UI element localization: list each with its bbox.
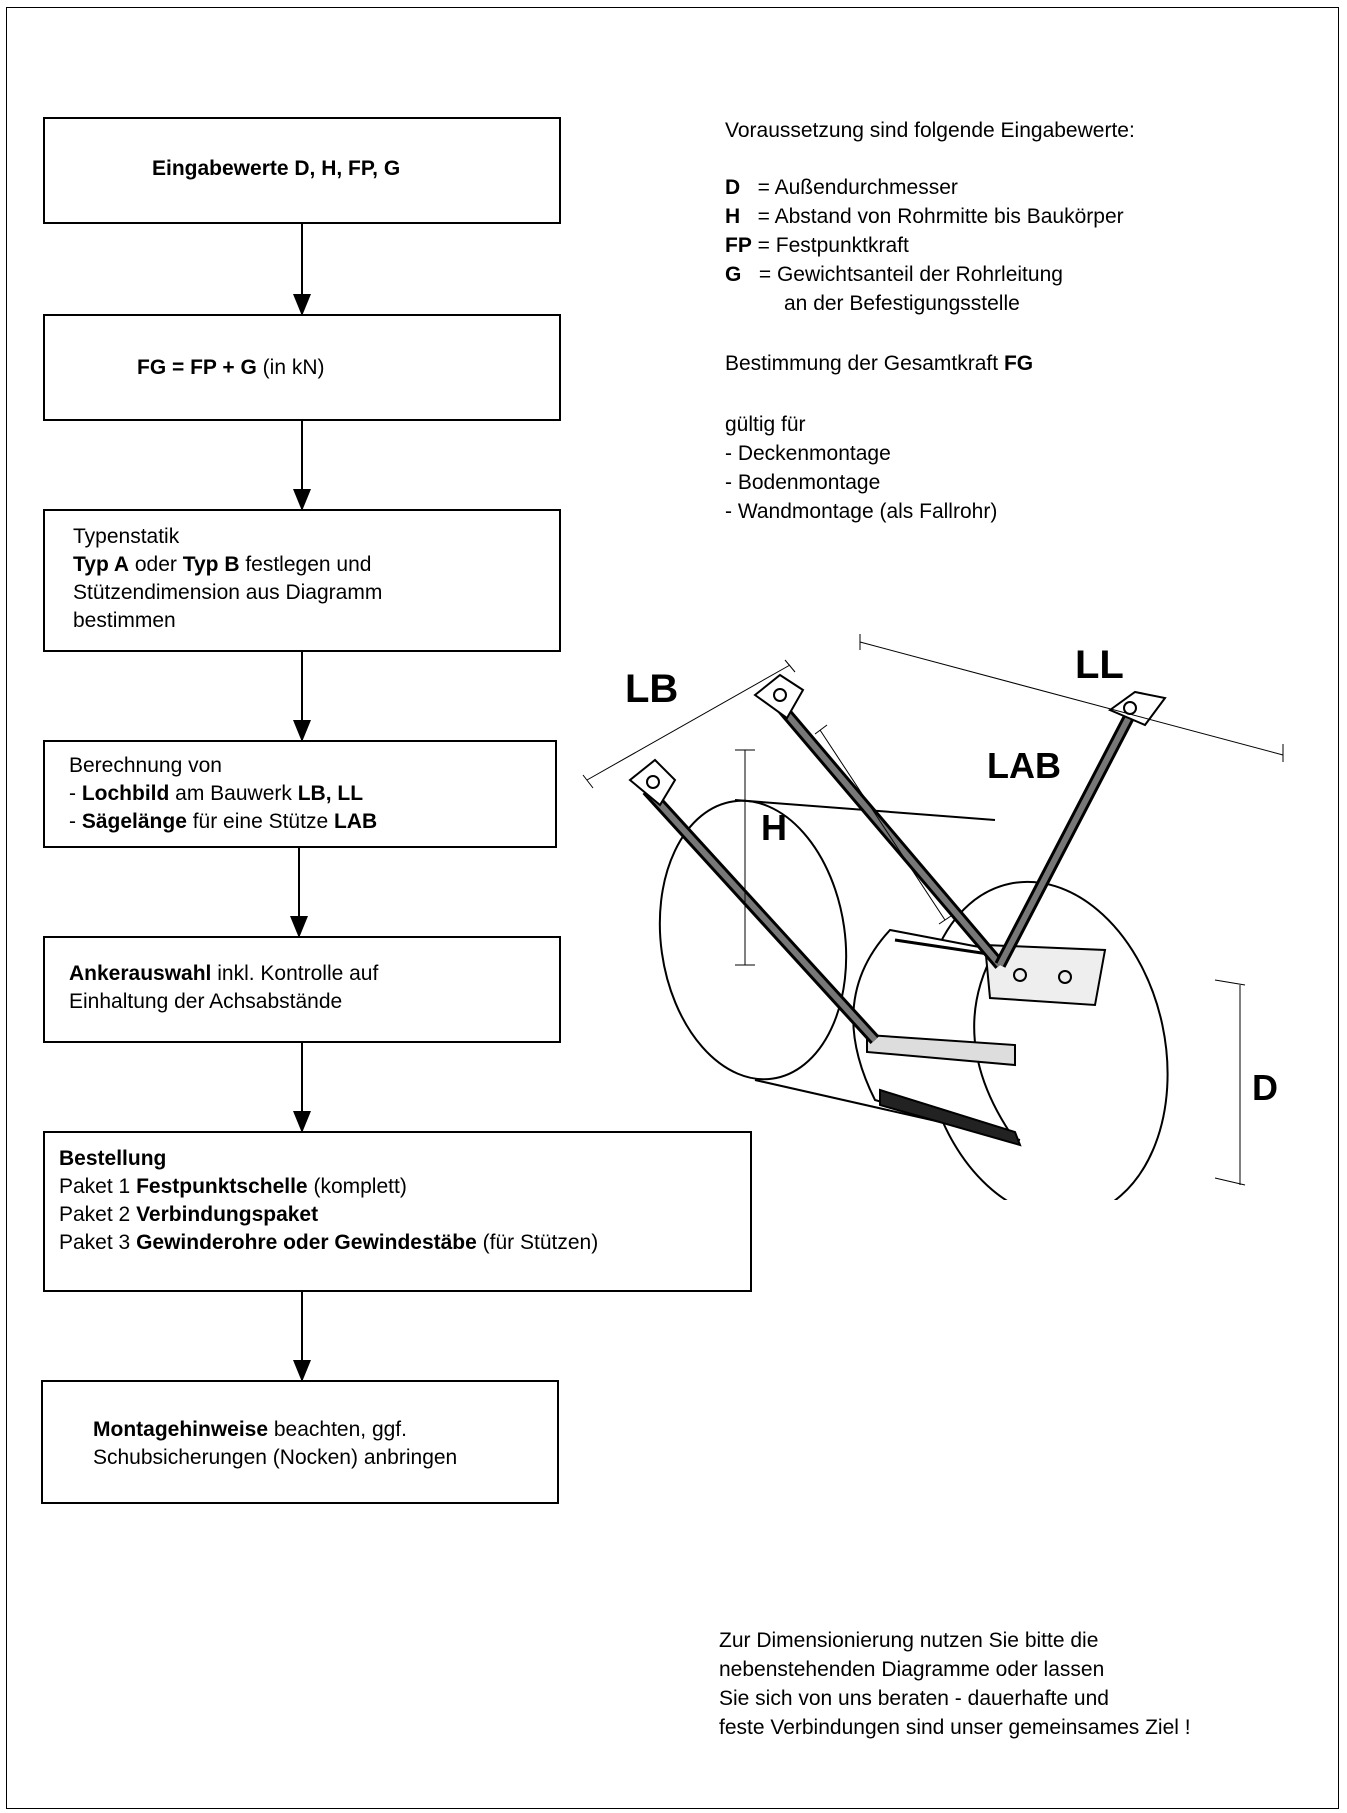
calc-lab: LAB xyxy=(333,810,378,833)
def-h-text: = Abstand von Rohrmitte bis Baukörper xyxy=(740,205,1124,228)
note-line-1: Zur Dimensionierung nutzen Sie bitte die xyxy=(719,1629,1099,1652)
total-force-info: Bestimmung der Gesamtkraft FG xyxy=(725,349,1033,378)
note-line-2: nebenstehenden Diagramme oder lassen xyxy=(719,1658,1105,1681)
calc-dash-1: - xyxy=(69,782,82,805)
def-fp-symbol: FP xyxy=(725,234,752,257)
validity-wall: - Wandmontage (als Fallrohr) xyxy=(725,500,998,523)
flow-step-total-force: FG = FP + G (in kN) xyxy=(43,314,561,421)
calc-dash-2: - xyxy=(69,810,82,833)
type-or: oder xyxy=(129,553,183,576)
anchor-selection: Ankerauswahl xyxy=(69,962,212,985)
assembly-notes: Montagehinweise xyxy=(93,1418,269,1441)
calc-at-building: am Bauwerk xyxy=(169,782,298,805)
def-g-continuation: an der Befestigungsstelle xyxy=(784,292,1020,315)
validity-ceiling: - Deckenmontage xyxy=(725,442,891,465)
strut-left xyxy=(628,758,880,1045)
def-d-text: = Außendurchmesser xyxy=(740,176,958,199)
total-force-symbol: FG xyxy=(1003,352,1034,375)
flow-arrow-1 xyxy=(293,224,311,316)
label-ll: LL xyxy=(1075,643,1124,687)
def-g-text: = Gewichtsanteil der Rohrleitung xyxy=(741,263,1063,286)
def-fp-text: = Festpunktkraft xyxy=(751,234,909,257)
calc-hole-pattern: Lochbild xyxy=(81,782,170,805)
anchor-incl-check: inkl. Kontrolle auf xyxy=(211,962,379,985)
package-2-label: Paket 2 xyxy=(59,1203,137,1226)
calc-for-support: für eine Stütze xyxy=(186,810,334,833)
type-static-line4: bestimmen xyxy=(73,609,176,632)
def-g-symbol: G xyxy=(725,263,742,286)
flow-step-input-values-label: Eingabewerte D, H, FP, G xyxy=(152,157,401,180)
assembly-shear-locks: Schubsicherungen (Nocken) anbringen xyxy=(93,1446,458,1469)
calc-title: Berechnung von xyxy=(69,754,222,777)
total-force-text: Bestimmung der Gesamtkraft xyxy=(725,352,1004,375)
pipe-drawing xyxy=(658,799,1169,1200)
validity-title: gültig für xyxy=(725,413,806,436)
flow-step-order: Bestellung Paket 1 Festpunktschelle (kom… xyxy=(43,1131,752,1292)
assembly-observe: beachten, ggf. xyxy=(268,1418,407,1441)
flow-arrow-4 xyxy=(290,848,308,938)
calc-lb-ll: LB, LL xyxy=(297,782,364,805)
flow-step-assembly: Montagehinweise beachten, ggf. Schubsich… xyxy=(41,1380,559,1504)
type-static-title: Typenstatik xyxy=(73,525,180,548)
label-lb: LB xyxy=(625,667,678,711)
package-1-note: (komplett) xyxy=(307,1175,407,1198)
page-frame xyxy=(6,7,1339,1809)
validity-floor: - Bodenmontage xyxy=(725,471,881,494)
fixpoint-clamp-illustration: LB LL LAB H D xyxy=(582,634,1284,1200)
flow-step-type-static: Typenstatik Typ A oder Typ B festlegen u… xyxy=(43,509,561,652)
type-static-line3: Stützendimension aus Diagramm xyxy=(73,581,383,604)
label-lab: LAB xyxy=(987,745,1061,786)
package-3-name: Gewinderohre oder Gewindestäbe xyxy=(136,1231,477,1254)
input-values-intro: Voraussetzung sind folgende Eingabewerte… xyxy=(725,119,1135,142)
label-d: D xyxy=(1252,1067,1278,1108)
formula-fg: FG = FP + G xyxy=(137,356,257,379)
dimensioning-note: Zur Dimensionierung nutzen Sie bitte die… xyxy=(719,1626,1191,1742)
formula-unit: (in kN) xyxy=(256,356,325,379)
flow-arrow-5 xyxy=(293,1043,311,1133)
package-1-label: Paket 1 xyxy=(59,1175,137,1198)
package-2-name: Verbindungspaket xyxy=(136,1203,319,1226)
type-define: festlegen und xyxy=(239,553,372,576)
note-line-4: feste Verbindungen sind unser gemeinsame… xyxy=(719,1716,1191,1739)
dimension-lines xyxy=(582,634,1284,1186)
anchor-spacing: Einhaltung der Achsabstände xyxy=(69,990,343,1013)
type-b: Typ B xyxy=(182,553,240,576)
input-values-info: Voraussetzung sind folgende Eingabewerte… xyxy=(725,116,1135,318)
validity-info: gültig für - Deckenmontage - Bodenmontag… xyxy=(725,410,997,526)
type-a: Typ A xyxy=(73,553,129,576)
def-d-symbol: D xyxy=(725,176,741,199)
flow-arrow-3 xyxy=(293,652,311,742)
package-3-note: (für Stützen) xyxy=(476,1231,599,1254)
flow-step-anchor: Ankerauswahl inkl. Kontrolle auf Einhalt… xyxy=(43,936,561,1043)
package-1-name: Festpunktschelle xyxy=(136,1175,308,1198)
flow-arrow-6 xyxy=(293,1292,311,1382)
flow-arrow-2 xyxy=(293,421,311,511)
flow-step-calculation: Berechnung von - Lochbild am Bauwerk LB,… xyxy=(43,740,557,848)
def-h-symbol: H xyxy=(725,205,741,228)
order-title: Bestellung xyxy=(59,1147,167,1170)
calc-saw-length: Sägelänge xyxy=(81,810,187,833)
package-3-label: Paket 3 xyxy=(59,1231,137,1254)
strut-right xyxy=(994,690,1167,968)
label-h: H xyxy=(761,807,787,848)
flow-step-input-values: Eingabewerte D, H, FP, G xyxy=(43,117,561,224)
note-line-3: Sie sich von uns beraten - dauerhafte un… xyxy=(719,1687,1109,1710)
